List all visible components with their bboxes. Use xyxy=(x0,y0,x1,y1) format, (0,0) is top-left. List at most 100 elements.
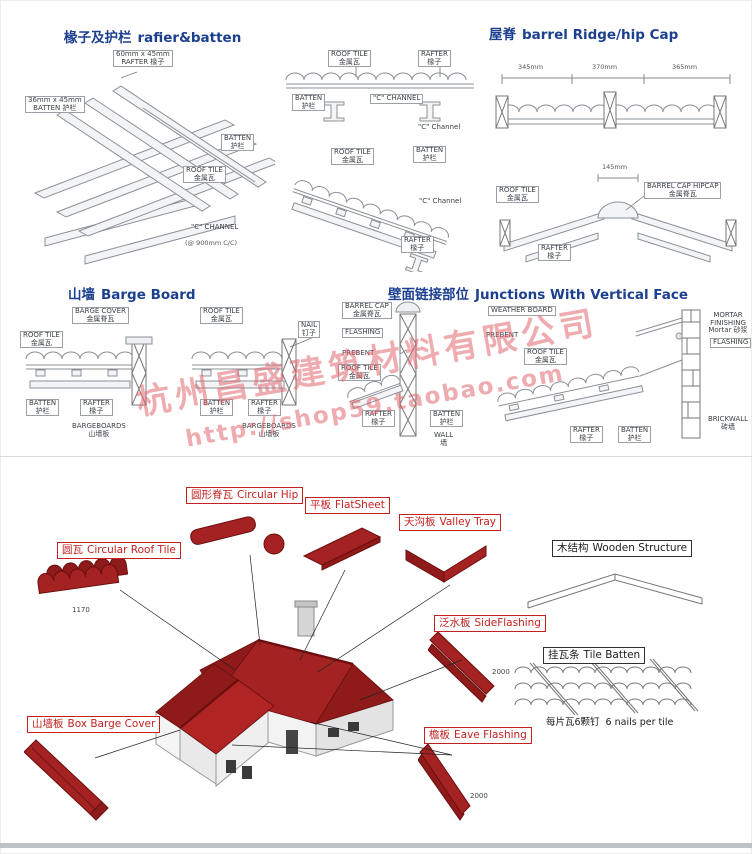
section-divider xyxy=(0,456,752,457)
part-en: Box Barge Cover xyxy=(67,718,156,730)
valley-tray-art xyxy=(405,545,487,583)
label-roof-tile: ROOF TILE 金属瓦 xyxy=(338,364,381,382)
title-en: Junctions With Vertical Face xyxy=(475,287,688,303)
house-3d-art xyxy=(155,600,394,788)
label-bargeboards: BARGEBOARDS 山墙板 xyxy=(72,422,126,438)
drawing-hip-cap: 145mm BARREL CAP HIPCAP 金属脊瓦 ROOF TILE 金… xyxy=(486,163,750,276)
label-mortar-finishing: MORTAR FINISHING Mortar 砂浆 xyxy=(708,311,748,335)
label-batten-dim: 36mm x 45mm BATTEN 护栏 xyxy=(25,96,85,114)
label-rafter: RAFTER 椽子 xyxy=(401,236,434,254)
callout-circular-roof-tile: 圆瓦 Circular Roof Tile xyxy=(57,542,181,560)
label-roof-tile: ROOF TILE 金属瓦 xyxy=(524,348,567,366)
label-rafter: RAFTER 椽子 xyxy=(362,410,395,428)
part-en: Tile Batten xyxy=(583,649,641,661)
nails-note: 每片瓦6颗钉 6 nails per tile xyxy=(546,714,673,728)
box-barge-cover-art xyxy=(24,739,109,821)
label-batten: BATTEN 护栏 xyxy=(618,426,652,444)
barge-board-left-line-art xyxy=(25,336,153,406)
part-flat-sheet-art xyxy=(298,522,388,582)
label-batten: BATTEN 护栏 xyxy=(292,94,326,112)
drawing-barge-board-right: ROOF TILE 金属瓦 NAIL 钉子 BATTEN 护栏 RAFTER 椽… xyxy=(186,303,336,453)
label-roof-tile: ROOF TILE 金属瓦 xyxy=(328,50,371,68)
part-tile-batten-art xyxy=(505,655,715,725)
part-en: Valley Tray xyxy=(439,516,496,528)
label-roof-tile: ROOF TILE 金属瓦 xyxy=(183,166,226,184)
drawing-barge-board-left: BARGE COVER 金属脊瓦 ROOF TILE 金属瓦 BATTEN 护栏… xyxy=(20,303,182,453)
label-rafter: RAFTER 椽子 xyxy=(570,426,603,444)
rafter-batten-line-art xyxy=(33,71,275,265)
part-en: Wooden Structure xyxy=(592,542,688,554)
section-title-ridge: 屋脊 barrel Ridge/hip Cap xyxy=(489,23,678,43)
tile-batten-art xyxy=(514,658,699,716)
callout-eave-flashing: 檐板 Eave Flashing xyxy=(424,727,532,745)
part-valley-tray-art xyxy=(398,532,498,597)
part-en: Eave Flashing xyxy=(454,729,527,741)
label-flashing: FLASHING xyxy=(710,338,752,348)
title-en: barrel Ridge/hip Cap xyxy=(522,27,679,43)
label-c-channel: "C" CHANNEL xyxy=(370,94,424,104)
label-roof-tile: ROOF TILE 金属瓦 xyxy=(331,148,374,166)
label-batten: BATTEN 护栏 xyxy=(430,410,464,428)
title-zh: 屋脊 xyxy=(489,27,516,43)
label-flashing: FLASHING xyxy=(342,328,384,338)
drawing-junction-left: BARREL CAP 金属脊瓦 FLASHING PREBENT ROOF TI… xyxy=(338,298,474,453)
part-en: FlatSheet xyxy=(335,499,385,511)
bottom-border xyxy=(0,843,752,848)
part-zh: 泛水板 xyxy=(439,617,471,629)
part-wooden-structure-art xyxy=(520,560,710,625)
ridge-dimension-line-art xyxy=(495,74,731,129)
label-channel-spacing: (@ 900mm C/C) xyxy=(185,239,238,247)
part-zh: 山墙板 xyxy=(32,718,64,730)
dim-circular-roof-tile: 1170 xyxy=(72,606,90,614)
dim-eave-flashing: 2000 xyxy=(470,792,488,800)
label-prebent: PREBENT xyxy=(486,331,519,339)
dim-side-flashing: 2000 xyxy=(492,668,510,676)
label-barrel-cap-hipcap: BARREL CAP HIPCAP 金属脊瓦 xyxy=(644,182,722,200)
label-batten: BATTEN 护栏 xyxy=(200,399,234,417)
junction-left-line-art xyxy=(347,301,421,437)
house-illustration xyxy=(108,548,448,818)
label-rafter: RAFTER 椽子 xyxy=(80,399,113,417)
part-zh: 檐板 xyxy=(429,729,450,741)
label-roof-tile: ROOF TILE 金属瓦 xyxy=(496,186,539,204)
note-zh: 每片瓦6颗钉 xyxy=(546,717,600,728)
title-zh: 椽子及护栏 xyxy=(64,30,132,46)
circular-hip-art xyxy=(190,516,285,555)
part-eave-flashing-art xyxy=(418,740,483,830)
part-en: Circular Roof Tile xyxy=(87,544,176,556)
label-rafter-dim: 60mm x 45mm RAFTER 椽子 xyxy=(113,50,173,68)
part-zh: 圆瓦 xyxy=(62,544,83,556)
label-wall: WALL 墙 xyxy=(434,431,454,447)
label-roof-tile: ROOF TILE 金属瓦 xyxy=(20,331,63,349)
drawing-ridge-dimensions: 345mm 370mm 365mm xyxy=(486,52,750,164)
flat-sheet-art xyxy=(302,527,382,571)
junction-right-line-art xyxy=(497,309,701,439)
label-c-channel: "C" Channel xyxy=(418,123,461,131)
label-prebent: PREBENT xyxy=(342,349,375,357)
label-c-channel: "C" CHANNEL xyxy=(191,223,239,231)
label-barge-cover: BARGE COVER 金属脊瓦 xyxy=(72,307,129,325)
note-en: 6 nails per tile xyxy=(605,717,674,728)
label-dim-370: 370mm xyxy=(592,63,618,71)
label-dim-145: 145mm xyxy=(602,163,628,171)
part-box-barge-cover-art xyxy=(24,732,119,832)
drawing-rafter-batten-isometric: 60mm x 45mm RAFTER 椽子 36mm x 45mm BATTEN… xyxy=(25,48,275,266)
part-zh: 平板 xyxy=(310,499,331,511)
wooden-structure-art xyxy=(527,573,703,609)
part-zh: 圆形脊瓦 xyxy=(191,489,233,501)
part-zh: 天沟板 xyxy=(404,516,436,528)
label-rafter: RAFTER 椽子 xyxy=(538,244,571,262)
hip-cap-line-art xyxy=(499,174,737,263)
part-zh: 挂瓦条 xyxy=(548,649,580,661)
title-en: rafier&batten xyxy=(137,30,242,46)
part-zh: 木结构 xyxy=(557,542,589,554)
title-zh: 山墙 xyxy=(68,287,95,303)
part-en: Circular Hip xyxy=(237,489,299,501)
label-brickwall: BRICKWALL 砖墙 xyxy=(707,415,749,431)
callout-flat-sheet: 平板 FlatSheet xyxy=(305,497,390,515)
